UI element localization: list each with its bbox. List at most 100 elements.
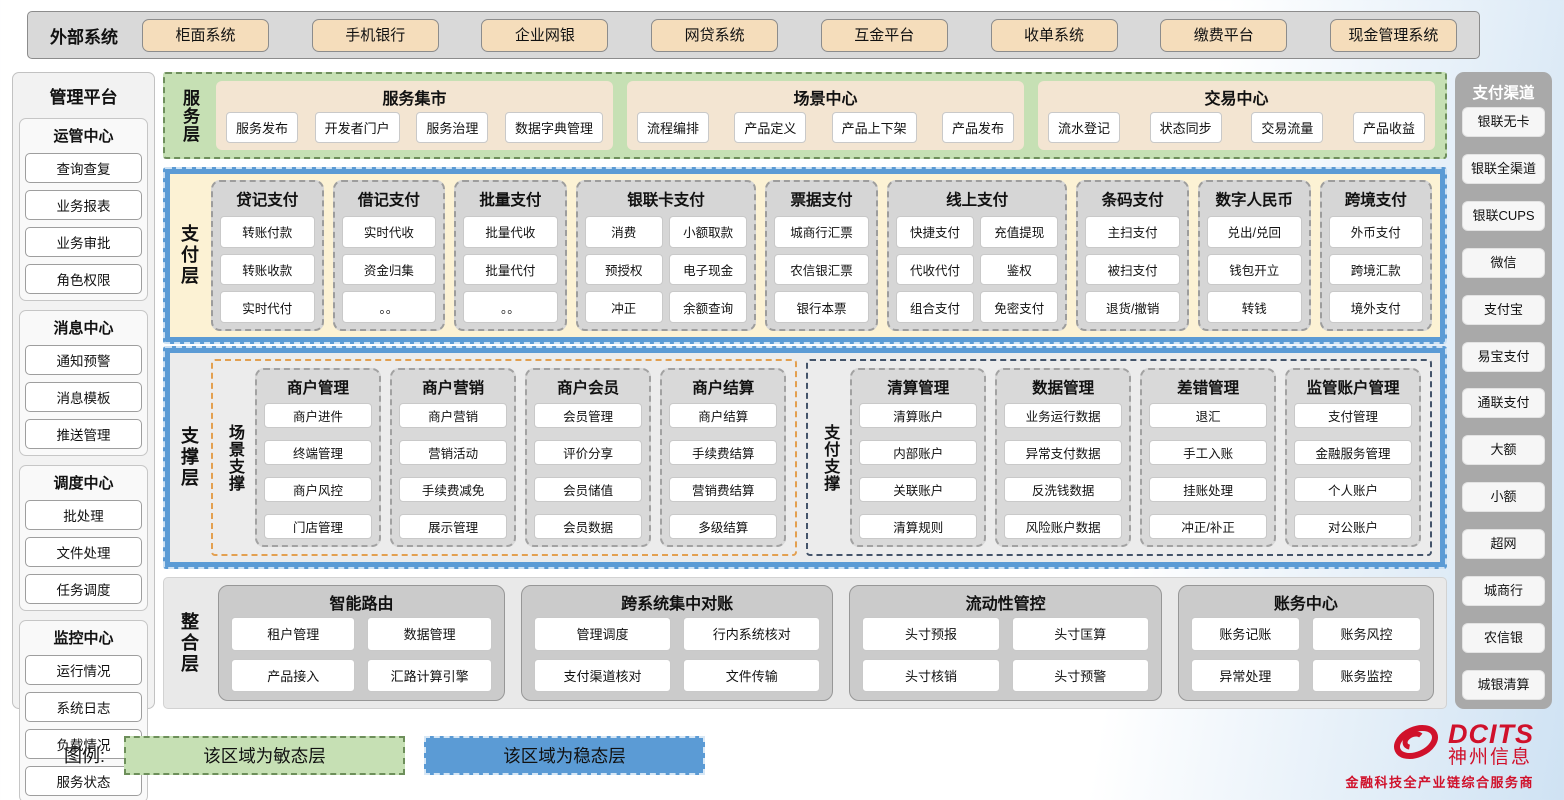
payment-item-button[interactable]: 转钱: [1206, 291, 1302, 323]
integration-item-button[interactable]: 租户管理: [231, 617, 356, 651]
integration-item-button[interactable]: 管理调度: [533, 617, 672, 651]
integration-item-button[interactable]: 汇路计算引擎: [367, 658, 492, 692]
service-item-button[interactable]: 数据字典管理: [504, 112, 603, 143]
support-item-button[interactable]: 支付管理: [1294, 403, 1412, 428]
payment-item-button[interactable]: 消费: [584, 216, 663, 248]
service-item-button[interactable]: 开发者门户: [314, 112, 400, 143]
support-item-button[interactable]: 商户进件: [264, 403, 373, 428]
payment-item-button[interactable]: 快捷支付: [895, 216, 975, 248]
management-item-button[interactable]: 运行情况: [25, 655, 142, 685]
support-item-button[interactable]: 会员储值: [534, 477, 643, 502]
payment-item-button[interactable]: 小额取款: [668, 216, 748, 248]
integration-item-button[interactable]: 头寸核销: [862, 658, 1000, 692]
service-item-button[interactable]: 产品定义: [734, 112, 807, 143]
integration-item-button[interactable]: 头寸预报: [862, 617, 1000, 651]
management-item-button[interactable]: 任务调度: [25, 574, 142, 604]
payment-item-button[interactable]: 被扫支付: [1085, 253, 1180, 286]
payment-item-button[interactable]: 转账收款: [220, 253, 315, 286]
integration-item-button[interactable]: 产品接入: [231, 658, 356, 692]
support-item-button[interactable]: 手续费结算: [669, 440, 778, 465]
payment-item-button[interactable]: 境外支付: [1328, 291, 1424, 323]
service-item-button[interactable]: 流水登记: [1048, 112, 1121, 143]
payment-item-button[interactable]: 钱包开立: [1206, 253, 1302, 286]
support-item-button[interactable]: 对公账户: [1294, 514, 1412, 539]
payment-channel-button[interactable]: 微信: [1462, 247, 1545, 278]
support-item-button[interactable]: 反洗钱数据: [1004, 477, 1123, 502]
payment-item-button[interactable]: 银行本票: [774, 291, 869, 323]
payment-item-button[interactable]: 资金归集: [341, 253, 437, 286]
support-item-button[interactable]: 异常支付数据: [1004, 440, 1123, 465]
support-item-button[interactable]: 金融服务管理: [1294, 440, 1412, 465]
payment-channel-button[interactable]: 银联无卡: [1462, 107, 1545, 137]
integration-item-button[interactable]: 头寸预警: [1011, 658, 1149, 692]
support-item-button[interactable]: 冲正/补正: [1149, 514, 1268, 539]
payment-channel-button[interactable]: 易宝支付: [1462, 341, 1545, 372]
support-item-button[interactable]: 业务运行数据: [1004, 403, 1123, 428]
integration-item-button[interactable]: 异常处理: [1190, 658, 1300, 692]
payment-item-button[interactable]: 转账付款: [220, 216, 315, 248]
external-system-button[interactable]: 互金平台: [820, 18, 948, 52]
payment-item-button[interactable]: 预授权: [584, 253, 663, 286]
integration-item-button[interactable]: 账务记账: [1190, 617, 1300, 651]
support-item-button[interactable]: 风险账户数据: [1004, 514, 1123, 539]
payment-channel-button[interactable]: 城商行: [1462, 576, 1545, 607]
management-item-button[interactable]: 服务状态: [25, 766, 142, 796]
management-item-button[interactable]: 消息模板: [25, 382, 142, 412]
support-item-button[interactable]: 展示管理: [399, 514, 508, 539]
payment-channel-button[interactable]: 支付宝: [1462, 294, 1545, 325]
management-item-button[interactable]: 业务审批: [25, 227, 142, 257]
integration-item-button[interactable]: 行内系统核对: [683, 617, 821, 651]
payment-item-button[interactable]: 兑出/兑回: [1206, 216, 1302, 248]
payment-item-button[interactable]: 农信银汇票: [774, 253, 869, 286]
support-item-button[interactable]: 手工入账: [1149, 440, 1268, 465]
support-item-button[interactable]: 终端管理: [264, 440, 373, 465]
support-item-button[interactable]: 营销费结算: [669, 477, 778, 502]
payment-item-button[interactable]: 余额查询: [668, 291, 748, 323]
payment-item-button[interactable]: 代收代付: [895, 253, 975, 286]
payment-item-button[interactable]: 城商行汇票: [774, 216, 869, 248]
external-system-button[interactable]: 缴费平台: [1160, 18, 1288, 52]
external-system-button[interactable]: 现金管理系统: [1329, 18, 1457, 52]
external-system-button[interactable]: 收单系统: [990, 18, 1118, 52]
payment-channel-button[interactable]: 城银清算: [1462, 669, 1545, 700]
service-item-button[interactable]: 产品上下架: [831, 112, 917, 143]
payment-item-button[interactable]: 主扫支付: [1085, 216, 1180, 248]
management-item-button[interactable]: 文件处理: [25, 537, 142, 567]
payment-item-button[interactable]: 充值提现: [980, 216, 1059, 248]
service-item-button[interactable]: 流程编排: [637, 112, 710, 143]
payment-item-button[interactable]: 批量代收: [463, 216, 558, 248]
support-item-button[interactable]: 商户结算: [669, 403, 778, 428]
payment-item-button[interactable]: 退货/撤销: [1085, 291, 1180, 323]
support-item-button[interactable]: 挂账处理: [1149, 477, 1268, 502]
support-item-button[interactable]: 关联账户: [859, 477, 978, 502]
support-item-button[interactable]: 清算账户: [859, 403, 978, 428]
payment-channel-button[interactable]: 通联支付: [1462, 388, 1545, 419]
payment-item-button[interactable]: 跨境汇款: [1328, 253, 1424, 286]
support-item-button[interactable]: 会员管理: [534, 403, 643, 428]
management-item-button[interactable]: 角色权限: [25, 264, 142, 294]
payment-item-button[interactable]: 外币支付: [1328, 216, 1424, 248]
management-item-button[interactable]: 系统日志: [25, 692, 142, 722]
support-item-button[interactable]: 手续费减免: [399, 477, 508, 502]
management-item-button[interactable]: 业务报表: [25, 190, 142, 220]
integration-item-button[interactable]: 数据管理: [367, 617, 492, 651]
payment-item-button[interactable]: 批量代付: [463, 253, 558, 286]
payment-item-button[interactable]: 。。: [341, 291, 437, 323]
integration-item-button[interactable]: 支付渠道核对: [533, 658, 672, 692]
support-item-button[interactable]: 商户营销: [399, 403, 508, 428]
support-item-button[interactable]: 清算规则: [859, 514, 978, 539]
external-system-button[interactable]: 企业网银: [481, 18, 609, 52]
support-item-button[interactable]: 会员数据: [534, 514, 643, 539]
external-system-button[interactable]: 网贷系统: [651, 18, 779, 52]
payment-item-button[interactable]: 实时代收: [341, 216, 437, 248]
payment-item-button[interactable]: 冲正: [584, 291, 663, 323]
integration-item-button[interactable]: 文件传输: [683, 658, 821, 692]
support-item-button[interactable]: 门店管理: [264, 514, 373, 539]
payment-channel-button[interactable]: 农信银: [1462, 622, 1545, 653]
management-item-button[interactable]: 批处理: [25, 500, 142, 530]
management-item-button[interactable]: 查询查复: [25, 153, 142, 183]
integration-item-button[interactable]: 头寸匡算: [1011, 617, 1149, 651]
payment-channel-button[interactable]: 超网: [1462, 529, 1545, 560]
support-item-button[interactable]: 个人账户: [1294, 477, 1412, 502]
support-item-button[interactable]: 营销活动: [399, 440, 508, 465]
